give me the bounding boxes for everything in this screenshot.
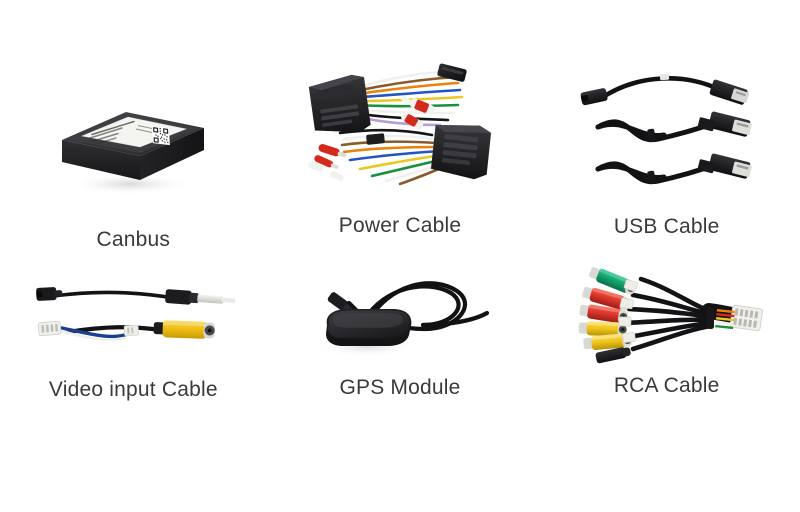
accessory-item-canbus: Canbus: [0, 0, 267, 252]
usb-cable-icon: [533, 55, 800, 205]
rca-cable-icon: [533, 257, 800, 372]
accessory-item-usb: USB Cable: [533, 0, 800, 252]
accessory-item-power: Power Cable: [267, 0, 534, 252]
gps-antenna-icon: [267, 262, 534, 372]
accessory-item-gps: GPS Module: [267, 252, 534, 402]
power-harness-icon: [267, 50, 534, 200]
accessory-label-video: Video input Cable: [48, 378, 218, 401]
video-input-cable-icon: [0, 264, 267, 372]
accessory-label-gps: GPS Module: [339, 376, 461, 399]
canbus-module-icon: [0, 70, 267, 218]
accessory-label-rca: RCA Cable: [613, 374, 720, 397]
accessory-label-canbus: Canbus: [96, 228, 171, 251]
accessory-label-power: Power Cable: [338, 214, 462, 237]
accessory-item-rca: RCA Cable: [533, 252, 800, 402]
accessory-label-usb: USB Cable: [613, 215, 720, 238]
accessory-item-video: Video input Cable: [0, 252, 267, 402]
